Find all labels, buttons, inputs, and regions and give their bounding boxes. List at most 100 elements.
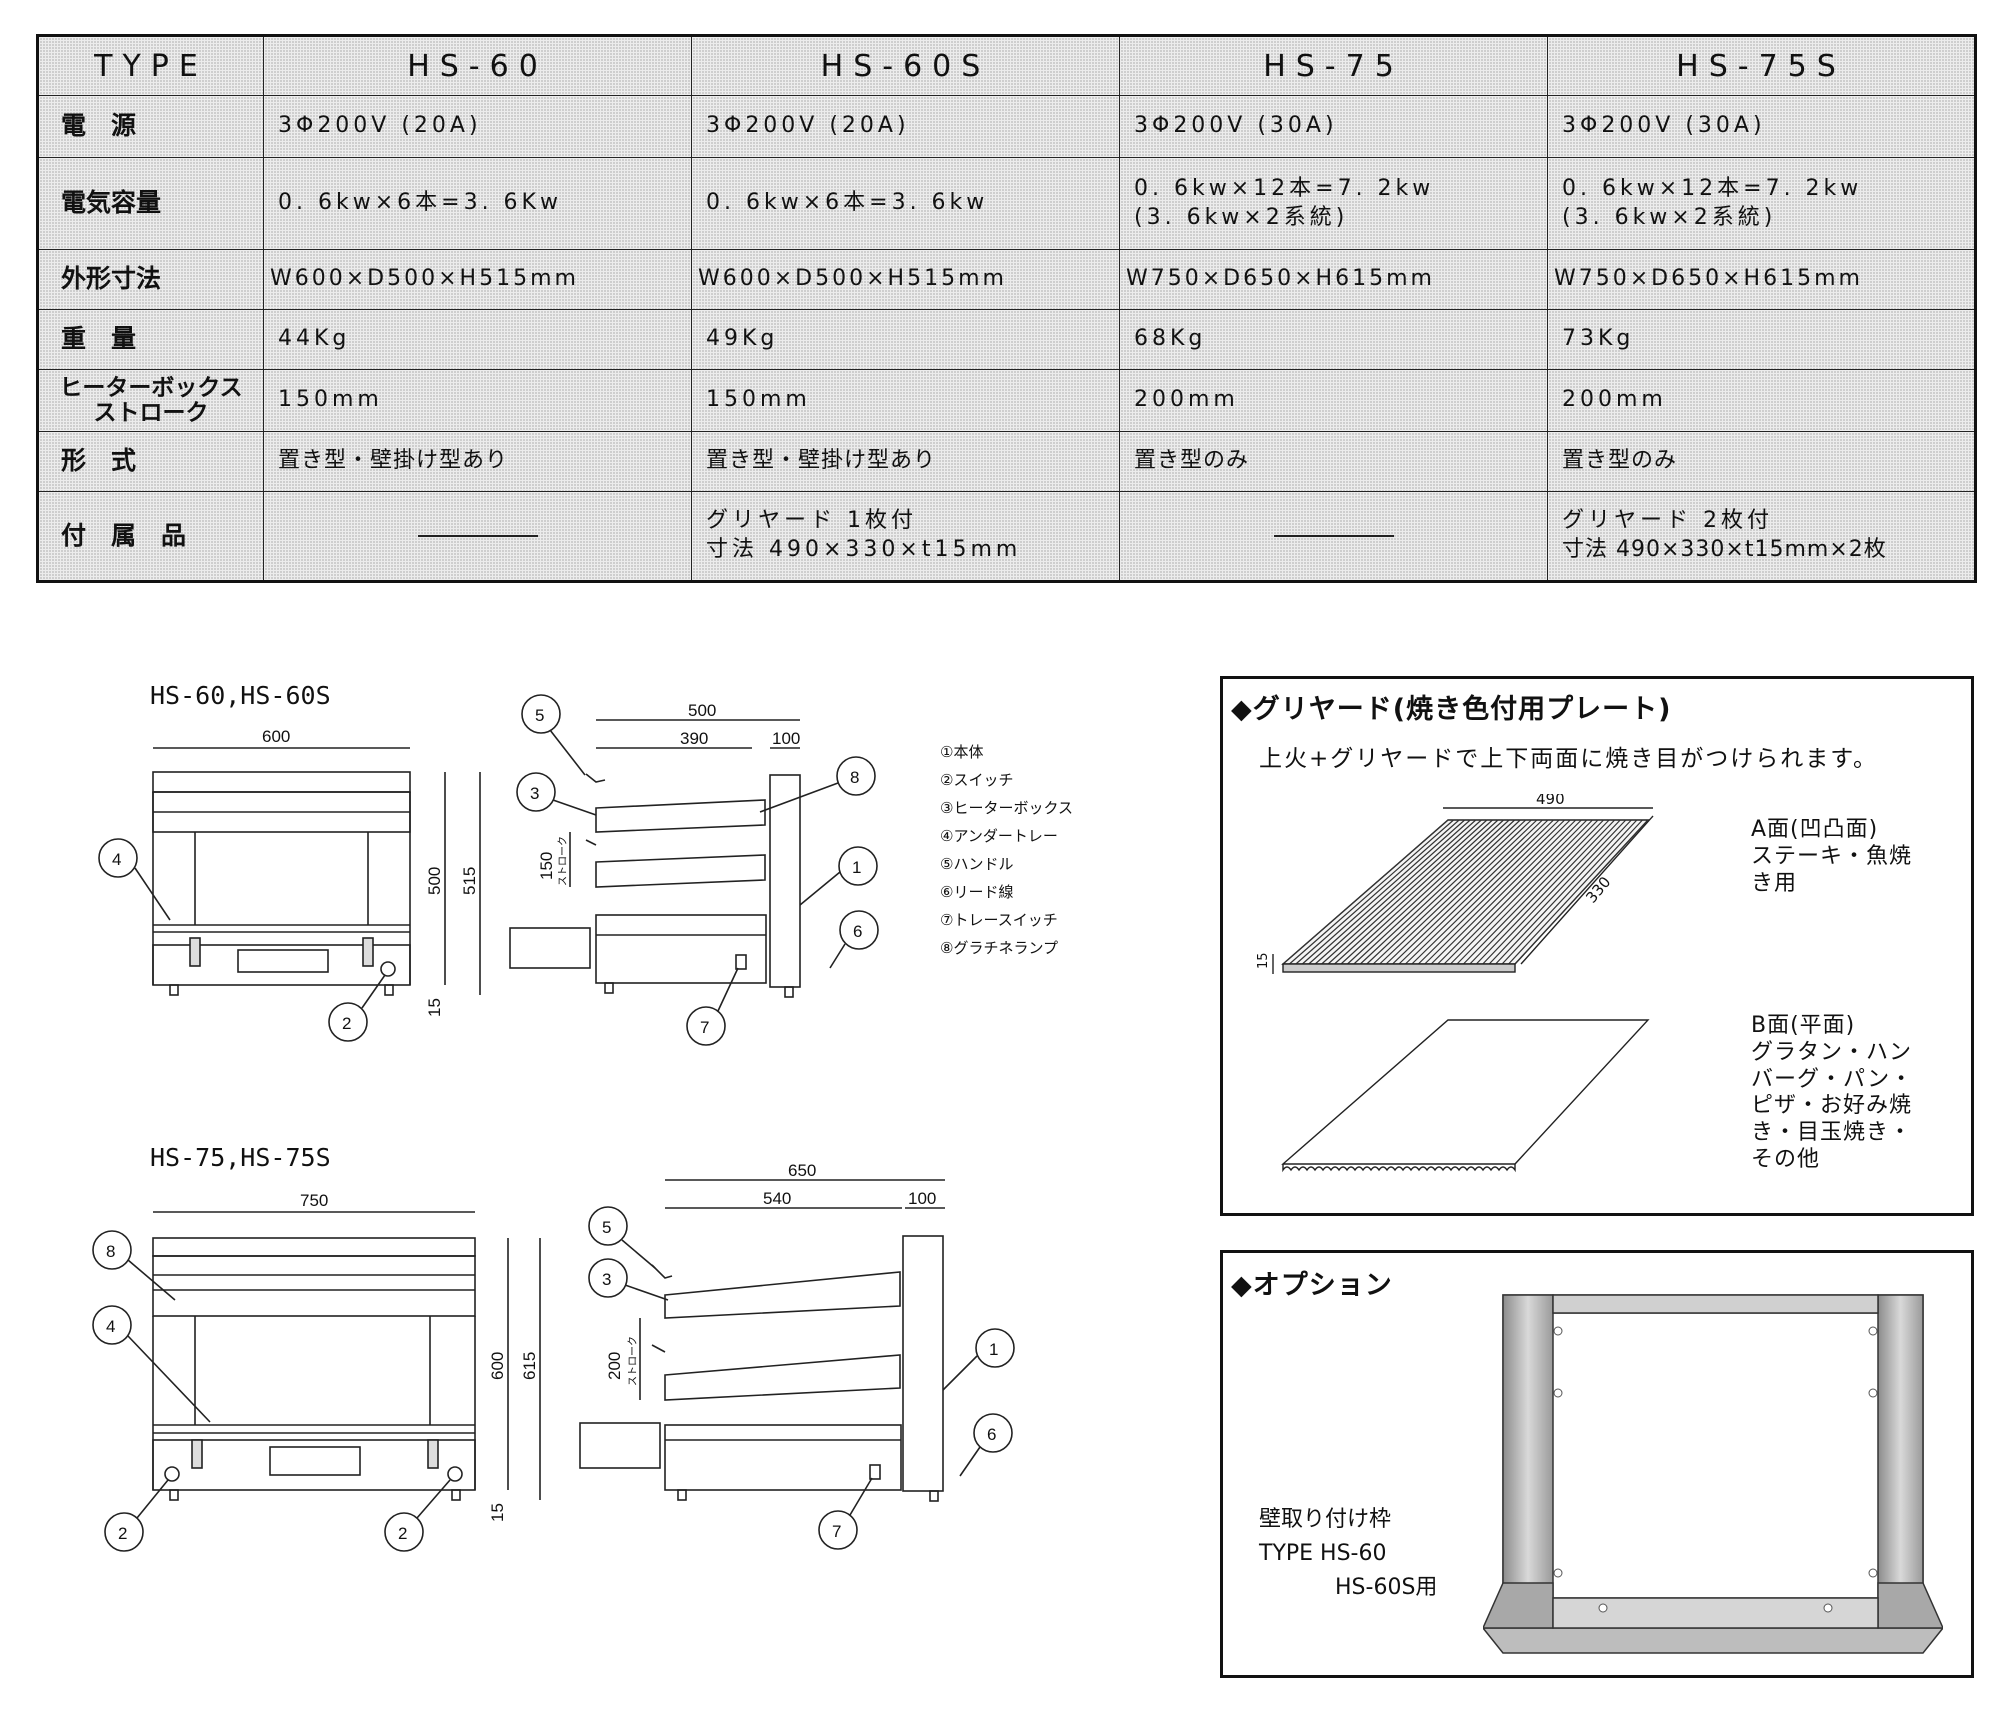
- table-cell: 200mm: [1547, 369, 1976, 432]
- table-cell: [263, 491, 692, 582]
- table-cell: [1119, 491, 1548, 582]
- callout-3: 3: [530, 784, 539, 803]
- table-cell: 0. 6kw×6本=3. 6kw: [691, 157, 1120, 250]
- side-view-large: [579, 1235, 944, 1502]
- table-cell: 150mm: [263, 369, 692, 432]
- griddle-ridge: [1379, 819, 1532, 965]
- griddle-ridge: [1463, 819, 1604, 965]
- row-label: 付 属 品: [37, 491, 264, 582]
- stroke-label: ストローク: [557, 836, 569, 886]
- callout-7: 7: [700, 1018, 709, 1037]
- griddle-ridge: [1488, 819, 1627, 965]
- table-row-dimensions: 外形寸法 W600×D500×H515mm W600×D500×H515mm W…: [37, 249, 1976, 310]
- table-row-stroke: ヒーターボックスストローク 150mm 150mm 200mm 200mm: [37, 369, 1976, 432]
- table-row-type: 形 式 置き型・壁掛け型あり 置き型・壁掛け型あり 置き型のみ 置き型のみ: [37, 431, 1976, 492]
- griddle-ridge: [1321, 819, 1482, 965]
- callout-6: 6: [987, 1425, 996, 1444]
- griddle-ridge: [1508, 819, 1643, 965]
- table-cell: 3Φ200V (30A): [1119, 95, 1548, 158]
- dim-width: 750: [300, 1191, 328, 1210]
- griddle-face-a: [1281, 819, 1650, 973]
- dim-width: 600: [262, 727, 290, 746]
- face-b-line: き・目玉焼き・: [1751, 1120, 1913, 1146]
- dim-foot: 15: [488, 1503, 507, 1522]
- griddle-ridge: [1405, 819, 1554, 965]
- row-label: 電気容量: [37, 157, 264, 250]
- dim-depth: 500: [688, 701, 716, 720]
- caption-small: HS-60,HS-60S: [150, 681, 331, 710]
- callouts-small: 4 2 5 3 8 1 6 7: [98, 694, 879, 1046]
- griddle-ridge: [1334, 819, 1493, 965]
- table-row-capacity: 電気容量 0. 6kw×6本=3. 6Kw 0. 6kw×6本=3. 6kw 0…: [37, 157, 1976, 250]
- option-caption: 壁取り付け枠 TYPE HS-60 HS-60S用: [1259, 1503, 1437, 1605]
- table-cell: 置き型・壁掛け型あり: [691, 431, 1120, 492]
- griddle-ridge: [1501, 819, 1638, 965]
- table-cell: 3Φ200V (20A): [691, 95, 1120, 158]
- table-cell: 0. 6kw×6本=3. 6Kw: [263, 157, 692, 250]
- face-b-text: B面(平面) グラタン・ハン バーグ・パン・ ピザ・お好み焼 き・目玉焼き・ そ…: [1751, 1013, 1913, 1174]
- griddle-ridge: [1411, 819, 1560, 965]
- table-cell: 3Φ200V (30A): [1547, 95, 1976, 158]
- griddle-ridge: [1308, 819, 1471, 965]
- griddle-ridge: [1450, 819, 1593, 965]
- legend-item: ⑥リード線: [940, 883, 1013, 901]
- table-cell: グリヤード 1枚付寸法 490×330×t15mm: [691, 491, 1120, 582]
- table-cell: 68Kg: [1119, 309, 1548, 370]
- none-dash: [417, 534, 538, 537]
- front-view-large: [152, 1237, 476, 1501]
- header-model: HS-60: [263, 35, 692, 96]
- table-cell: W600×D500×H515mm: [691, 249, 1120, 310]
- dim-height: 500: [425, 867, 444, 895]
- griddle-face-b: [1281, 1019, 1650, 1173]
- table-cell: 73Kg: [1547, 309, 1976, 370]
- griddle-ridge: [1482, 819, 1621, 965]
- griddle-ridge: [1359, 819, 1516, 965]
- callout-3: 3: [602, 1270, 611, 1289]
- wall-frame-illustration: [1483, 1294, 1943, 1654]
- legend-item: ④アンダートレー: [940, 827, 1058, 845]
- header-model: HS-75S: [1547, 35, 1976, 96]
- griddle-ridge: [1366, 819, 1521, 965]
- header-type: TYPE: [37, 35, 264, 96]
- griddle-ridge: [1301, 819, 1466, 965]
- table-cell: 3Φ200V (20A): [263, 95, 692, 158]
- cell-value: グリヤード 1枚付: [706, 508, 917, 534]
- dim-length: 490: [1536, 794, 1565, 808]
- callout-4: 4: [112, 850, 121, 869]
- cell-value: グリヤード 2枚付: [1562, 508, 1773, 534]
- dim-inner: 390: [680, 729, 708, 748]
- griddle-ridge: [1392, 819, 1543, 965]
- legend-item: ③ヒーターボックス: [940, 799, 1073, 817]
- callout-8: 8: [850, 768, 859, 787]
- table-cell: 0. 6kw×12本=7. 2kw(3. 6kw×2系統): [1547, 157, 1976, 250]
- griddle-ridge: [1282, 819, 1449, 965]
- griddle-panel: ◆グリヤード(焼き色付用プレート) 上火+グリヤードで上下両面に焼き目がつけられ…: [1220, 676, 1974, 1216]
- option-caption-line: HS-60S用: [1335, 1575, 1438, 1601]
- griddle-ridge: [1456, 819, 1599, 965]
- cell-value: 0. 6kw×6本=3. 6Kw: [278, 190, 562, 216]
- spec-table: TYPE HS-60 HS-60S HS-75 HS-75S 電 源 3Φ200…: [36, 34, 1977, 583]
- griddle-ridge: [1398, 819, 1549, 965]
- callout-5: 5: [602, 1218, 611, 1237]
- griddle-ridge: [1514, 819, 1649, 965]
- callout-6: 6: [853, 922, 862, 941]
- callout-2: 2: [118, 1524, 127, 1543]
- header-model: HS-60S: [691, 35, 1120, 96]
- table-cell: 0. 6kw×12本=7. 2kw(3. 6kw×2系統): [1119, 157, 1548, 250]
- table-cell: 置き型のみ: [1119, 431, 1548, 492]
- cell-value: 0. 6kw×12本=7. 2kw: [1562, 175, 1863, 201]
- table-row-accessories: 付 属 品 グリヤード 1枚付寸法 490×330×t15mm グリヤード 2枚…: [37, 491, 1976, 582]
- callout-2: 2: [342, 1014, 351, 1033]
- option-caption-line: 壁取り付け枠: [1259, 1507, 1392, 1532]
- griddle-ridge: [1430, 819, 1577, 965]
- cell-note: 寸法 490×330×t15mm×2枚: [1562, 537, 1887, 562]
- table-header-row: TYPE HS-60 HS-60S HS-75 HS-75S: [37, 35, 1976, 96]
- none-dash: [1273, 534, 1394, 537]
- table-row-weight: 重 量 44Kg 49Kg 68Kg 73Kg: [37, 309, 1976, 370]
- side-view-small: [509, 773, 801, 998]
- griddle-illustration: 490 330 15: [1256, 794, 1654, 1173]
- table-cell: グリヤード 2枚付寸法 490×330×t15mm×2枚: [1547, 491, 1976, 582]
- row-label-line1: ヒーターボックス: [59, 375, 243, 402]
- face-a-title: A面(凹凸面): [1751, 817, 1879, 842]
- face-a-line: ステーキ・魚焼: [1751, 843, 1913, 869]
